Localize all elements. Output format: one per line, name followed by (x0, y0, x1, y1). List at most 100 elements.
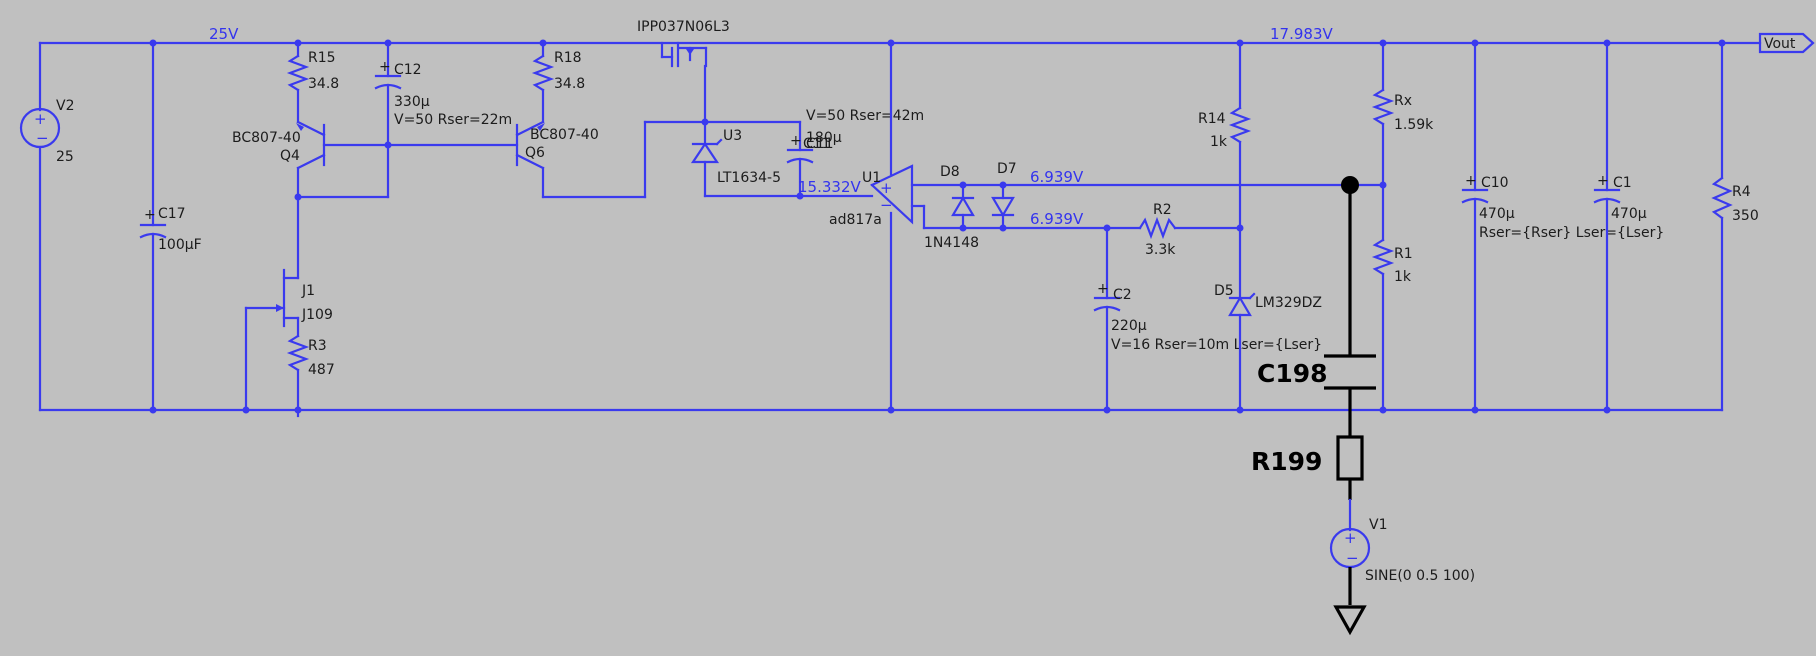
jfet-j1[interactable] (244, 268, 300, 412)
r1-value: 1k (1394, 269, 1412, 285)
capacitor-c1[interactable] (1593, 41, 1621, 412)
capacitor-c2[interactable] (1093, 226, 1121, 412)
c12-name: C12 (394, 62, 422, 78)
c11-value: 180µ (806, 130, 842, 146)
r15-name: R15 (308, 50, 336, 66)
j1-name: J1 (301, 283, 315, 299)
capacitor-c12[interactable] (374, 41, 402, 147)
ground-icon (1333, 605, 1367, 636)
wire-q4-feedback (296, 143, 390, 280)
r14-name: R14 (1198, 111, 1226, 127)
c10-spec: Rser={Rser} Lser={Lser} (1479, 225, 1664, 241)
net-label-ref-a: 6.939V (1030, 168, 1084, 186)
v1-value: SINE(0 0.5 100) (1365, 568, 1475, 584)
svg-text:+: + (790, 133, 802, 149)
net-label-opamp-in: 15.332V (798, 178, 861, 196)
svg-text:−: − (36, 129, 49, 147)
resistor-r18[interactable] (531, 41, 555, 124)
svg-text:+: + (1097, 281, 1109, 297)
capacitor-c10[interactable] (1461, 41, 1489, 412)
net-label-ref-b: 6.939V (1030, 210, 1084, 228)
v2-value: 25 (56, 149, 74, 165)
r4-name: R4 (1732, 184, 1751, 200)
c2-spec: V=16 Rser=10m Lser={Lser} (1111, 337, 1322, 353)
c10-name: C10 (1481, 175, 1509, 191)
svg-text:+: + (1465, 173, 1477, 189)
resistor-r3[interactable] (286, 334, 310, 418)
svg-text:+: + (144, 207, 156, 223)
resistor-rx[interactable] (1371, 41, 1395, 242)
capacitor-c11[interactable] (703, 120, 814, 198)
rx-name: Rx (1394, 93, 1412, 109)
svg-text:+: + (1597, 173, 1609, 189)
opamp-u1[interactable] (798, 41, 965, 412)
q4-name: Q4 (280, 148, 300, 164)
c17-value: 100µF (158, 237, 202, 253)
svg-text:C11: C11 (803, 136, 831, 152)
svg-text:−: − (880, 196, 893, 214)
transistor-q4[interactable] (296, 120, 390, 199)
r15-value: 34.8 (308, 76, 339, 92)
u1-name: U1 (862, 170, 881, 186)
r4-value: 350 (1732, 208, 1759, 224)
d5-name: D5 (1214, 283, 1234, 299)
net-label-25v: 25V (209, 25, 239, 43)
q6-model: BC807-40 (530, 127, 599, 143)
reference-u3[interactable] (690, 120, 802, 198)
vout-port-label: Vout (1764, 36, 1796, 52)
r14-value: 1k (1210, 134, 1228, 150)
r199-label: R199 (1251, 447, 1322, 476)
c198-label: C198 (1257, 359, 1328, 388)
c2-value: 220µ (1111, 318, 1147, 334)
diode-d7[interactable] (961, 183, 1015, 230)
c2-name: C2 (1113, 287, 1132, 303)
u3-name: U3 (723, 128, 742, 144)
r1-name: R1 (1394, 246, 1413, 262)
r2-name: R2 (1153, 202, 1172, 218)
q4-model: BC807-40 (232, 130, 301, 146)
d8-name: D8 (940, 164, 960, 180)
c12-spec: V=50 Rser=22m (394, 112, 512, 128)
v2-name: V2 (56, 98, 74, 114)
u3-model: LT1634-5 (717, 170, 781, 186)
c11-spec: V=50 Rser=42m (806, 108, 924, 124)
v1-name: V1 (1369, 517, 1387, 533)
c1-value: 470µ (1611, 206, 1647, 222)
resistor-r2[interactable] (1001, 216, 1242, 240)
transistor-q6[interactable] (386, 120, 707, 199)
c17-name: C17 (158, 206, 186, 222)
svg-text:+: + (880, 179, 893, 197)
r2-value: 3.3k (1145, 242, 1176, 258)
resistor-r14[interactable] (1228, 41, 1252, 230)
zener-d5[interactable] (1228, 226, 1256, 412)
svg-text:+: + (379, 59, 391, 75)
c1-name: C1 (1613, 175, 1632, 191)
d7-name: D7 (997, 161, 1017, 177)
c10-value: 470µ (1479, 206, 1515, 222)
r18-value: 34.8 (554, 76, 585, 92)
u1-model: ad817a (829, 212, 882, 228)
q6-name: Q6 (525, 145, 545, 161)
resistor-r15[interactable] (286, 41, 310, 124)
voltage-source-v1[interactable]: + − (1329, 498, 1371, 605)
svg-text:−: − (1346, 549, 1359, 567)
net-label-vout-level: 17.983V (1270, 25, 1333, 43)
voltage-source-v2[interactable]: + − (19, 41, 61, 412)
j1-model: J109 (301, 307, 333, 323)
r3-value: 487 (308, 362, 335, 378)
resistor-r4[interactable] (1711, 41, 1733, 412)
diode-model: 1N4148 (924, 235, 979, 251)
c11-name: C11 (806, 136, 834, 152)
svg-text:+: + (1344, 529, 1357, 547)
resistor-r1[interactable] (1371, 238, 1395, 412)
capacitor-c17[interactable] (139, 41, 167, 412)
c12-value: 330µ (394, 94, 430, 110)
r18-name: R18 (554, 50, 582, 66)
mosfet-ipp037[interactable] (660, 41, 708, 124)
r3-name: R3 (308, 338, 327, 354)
injection-path[interactable] (1324, 176, 1376, 500)
diode-d8[interactable] (951, 183, 975, 230)
rx-value: 1.59k (1394, 117, 1434, 133)
vout-port[interactable] (1758, 32, 1815, 54)
